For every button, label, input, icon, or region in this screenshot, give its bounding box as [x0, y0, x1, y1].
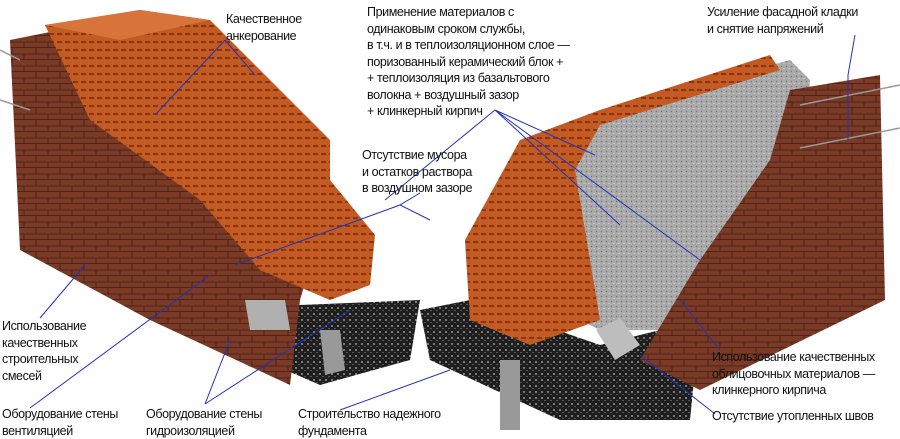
label-line: фундамента [298, 423, 367, 438]
label-line: Качественное [226, 12, 302, 26]
label-line: Отсутствие мусора [362, 148, 467, 162]
label-line: + клинкерный кирпич [367, 104, 483, 118]
label-materials: Применение материалов с одинаковым сроко… [367, 4, 570, 120]
label-line: строительных [2, 352, 79, 366]
label-line: гидроизоляцией [146, 423, 235, 438]
label-line: Оборудование стены [146, 407, 262, 421]
label-ventilation: Оборудование стены вентиляцией [2, 406, 118, 439]
label-line: Применение материалов с [367, 5, 514, 19]
label-line: в воздушном зазоре [362, 181, 473, 195]
label-reinforcement: Усиление фасадной кладки и снятие напряж… [707, 4, 858, 37]
label-line: Усиление фасадной кладки [707, 5, 858, 19]
label-line: + теплоизоляция из базальтового [367, 71, 550, 85]
label-line: вентиляцией [2, 423, 73, 438]
label-no-debris: Отсутствие мусора и остатков раствора в … [362, 147, 473, 197]
label-line: Использование качественных [712, 350, 875, 364]
label-facing: Использование качественных облицовочных … [712, 349, 875, 399]
label-line: и остатков раствора [362, 164, 472, 179]
label-line: волокна + воздушный зазор [367, 87, 519, 102]
leader-lines [29, 34, 856, 415]
label-waterproofing: Оборудование стены гидроизоляцией [146, 406, 262, 439]
label-line: клинкерного кирпича [712, 383, 826, 397]
label-anchoring: Качественное анкерование [226, 11, 302, 44]
label-line: поризованный керамический блок + [367, 54, 563, 69]
label-line: облицовочных материалов — [712, 366, 875, 381]
label-joints: Отсутствие утопленных швов [712, 408, 874, 425]
label-mortar: Использование качественных строительных … [2, 318, 87, 384]
label-line: Использование [2, 319, 87, 333]
label-line: и снятие напряжений [707, 21, 824, 36]
label-line: одинаковым сроком службы, [367, 21, 525, 36]
label-line: в т.ч. и в теплоизоляционном слое — [367, 38, 570, 52]
label-line: Оборудование стены [2, 407, 118, 421]
label-line: смесей [2, 368, 42, 383]
left-wall-section [10, 10, 420, 385]
right-wall-section [0, 49, 900, 430]
label-line: Строительство надежного [298, 407, 441, 421]
label-line: анкерование [226, 28, 297, 43]
label-foundation: Строительство надежного фундамента [298, 406, 441, 439]
label-line: Отсутствие утопленных швов [712, 409, 874, 423]
label-line: качественных [2, 335, 78, 350]
